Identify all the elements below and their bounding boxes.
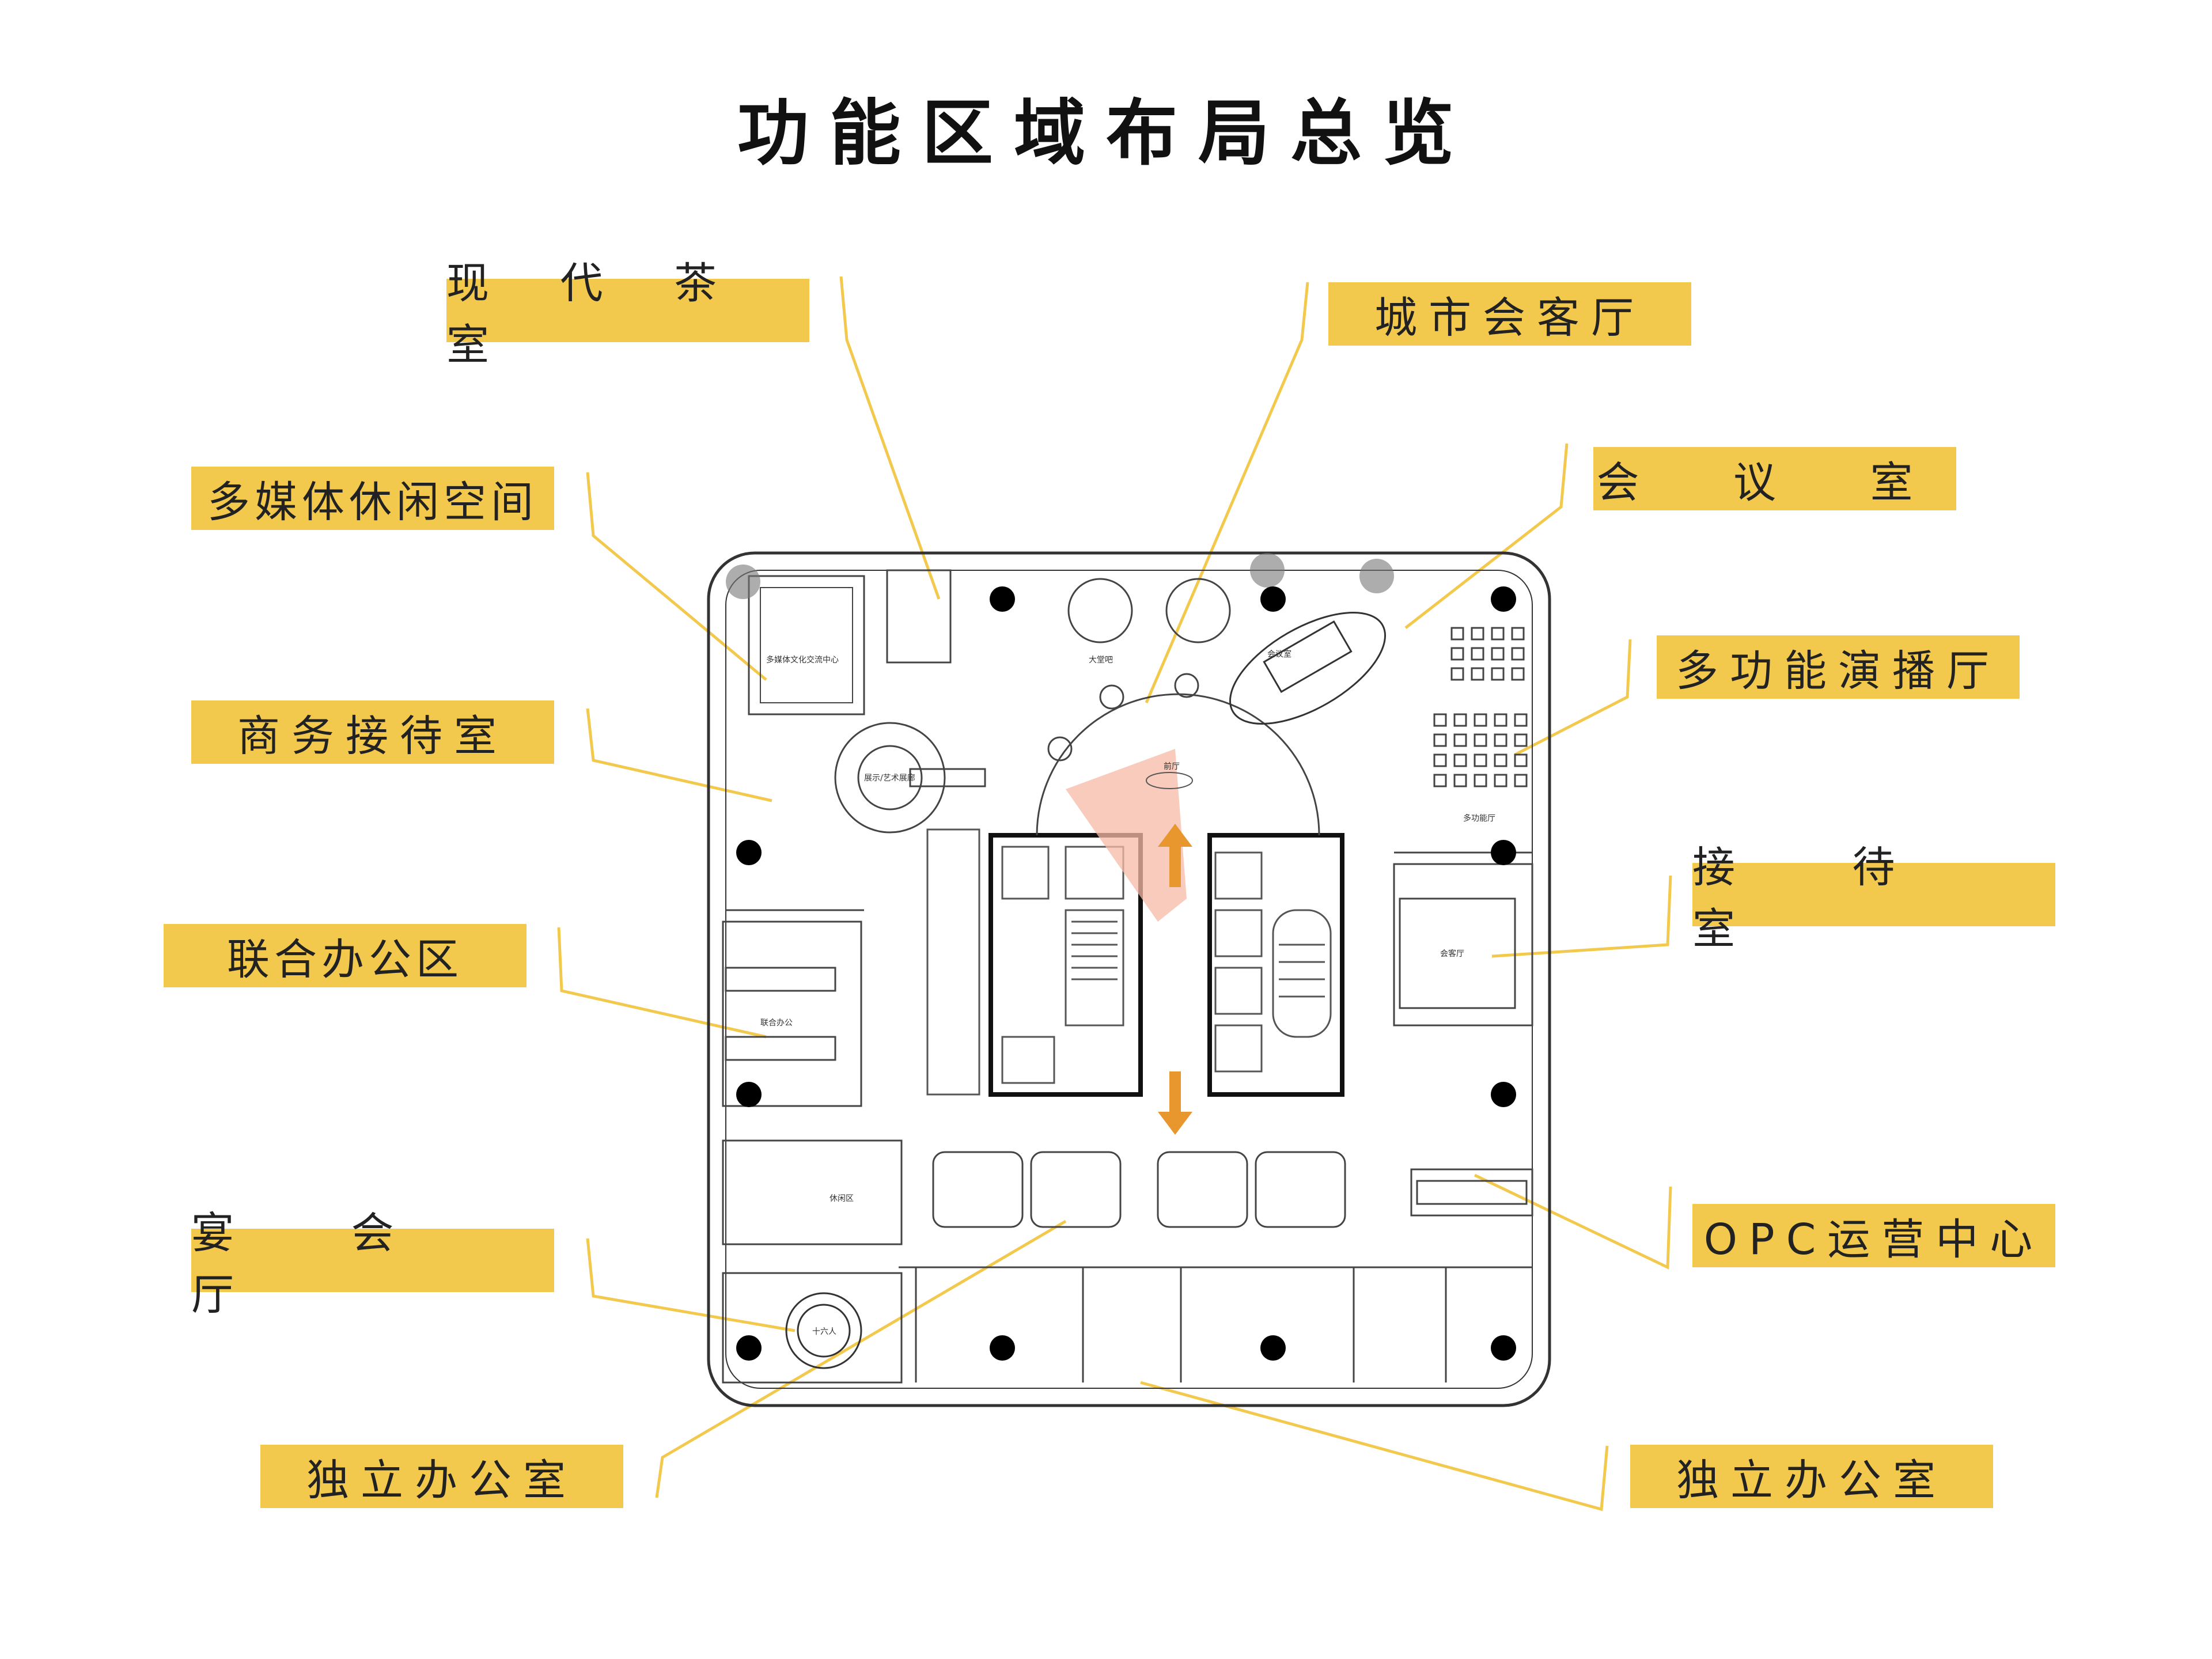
- leader-line-reception: [1491, 875, 1672, 958]
- leader-line-tea-room: [839, 276, 941, 600]
- leader-line-opc: [1474, 1173, 1672, 1270]
- lobby-tables: [1047, 578, 1231, 762]
- leader-line-private-left: [655, 1219, 1067, 1498]
- leader-line-city-lounge: [1145, 282, 1309, 703]
- plan-label-joint-office: 联合办公: [760, 1018, 793, 1028]
- arrow-up: [1158, 824, 1192, 887]
- page-title: 功能区域布局总览: [737, 92, 1475, 175]
- arrow-down: [1158, 1071, 1192, 1135]
- tea-room-cabin: [886, 569, 952, 664]
- plan-label-exhibition: 展示/艺术展廊: [864, 773, 915, 783]
- leader-line-private-right: [1140, 1381, 1609, 1512]
- label-business-reception: 商务接待室: [191, 700, 554, 764]
- banquet-table: [785, 1292, 862, 1369]
- trees: [726, 553, 1394, 599]
- label-tea-room: 现 代 茶 室: [446, 259, 809, 370]
- column: [1491, 1335, 1516, 1361]
- column: [1260, 586, 1286, 612]
- label-private-office-left: 独立办公室: [260, 1445, 623, 1508]
- leader-line-meeting-room: [1404, 443, 1569, 629]
- label-opc-center: OPC运营中心: [1692, 1204, 2055, 1267]
- label-meeting-room: 会 议 室: [1593, 447, 1956, 510]
- multifunction-seats: [1433, 627, 1528, 787]
- plan-label-foyer: 前厅: [1164, 762, 1180, 771]
- core-details: [926, 828, 1332, 1096]
- column: [736, 1082, 762, 1107]
- label-joint-office: 联合办公区: [164, 924, 527, 987]
- building-core: [988, 833, 1344, 1097]
- plan-label-reception: 会客厅: [1440, 949, 1464, 959]
- plan-label-meeting: 会议室: [1267, 649, 1291, 659]
- leader-lines: [557, 276, 1672, 1512]
- joint-office-zone: [722, 921, 862, 1107]
- core-left: [988, 833, 1143, 1097]
- leader-line-banquet: [586, 1238, 796, 1332]
- label-banquet-hall: 宴 会 厅: [191, 1209, 554, 1320]
- meeting-table: [1229, 612, 1387, 725]
- foyer-light-cone: [1066, 749, 1187, 922]
- core-right: [1207, 833, 1344, 1097]
- column: [1491, 840, 1516, 865]
- column: [990, 1335, 1015, 1361]
- opc-zone: [1410, 1168, 1533, 1217]
- plan-label-multifunction: 多功能厅: [1463, 813, 1495, 823]
- column: [736, 840, 762, 865]
- column: [1491, 586, 1516, 612]
- lounge-zone: [722, 1139, 903, 1245]
- building-outer-wall: [707, 551, 1551, 1407]
- leader-line-joint-office: [557, 927, 767, 1039]
- plan-label-banquet: 十六人: [812, 1327, 836, 1336]
- partitions: [722, 569, 1533, 1384]
- lounge-pods: [932, 1151, 1346, 1228]
- multimedia-room: [748, 575, 865, 715]
- label-multimedia: 多媒体休闲空间: [191, 467, 554, 530]
- banquet-zone: [722, 1272, 903, 1384]
- label-reception-room: 接 待 室: [1692, 843, 2055, 954]
- label-private-office-right: 独立办公室: [1630, 1445, 1993, 1508]
- leader-line-multi-hall: [1514, 639, 1632, 756]
- foyer-logo: [1146, 772, 1193, 789]
- plan-label-multimedia-center: 多媒体文化交流中心: [766, 655, 839, 665]
- columns: [736, 586, 1516, 1361]
- column: [736, 1335, 762, 1361]
- reception-zone: [1393, 863, 1533, 1027]
- column: [1260, 1335, 1286, 1361]
- circulation-arrows: [1158, 824, 1192, 1135]
- label-city-lounge: 城市会客厅: [1328, 282, 1691, 346]
- building-inner-wall: [725, 570, 1533, 1389]
- column: [990, 586, 1015, 612]
- desks: [725, 897, 1528, 1205]
- label-multi-hall: 多功能演播厅: [1657, 635, 2020, 699]
- column: [1491, 1082, 1516, 1107]
- plan-label-lobby: 大堂吧: [1089, 656, 1113, 665]
- plan-label-lounge: 休闲区: [830, 1194, 854, 1203]
- exhibition-area: [834, 722, 986, 834]
- leader-line-business: [586, 708, 772, 802]
